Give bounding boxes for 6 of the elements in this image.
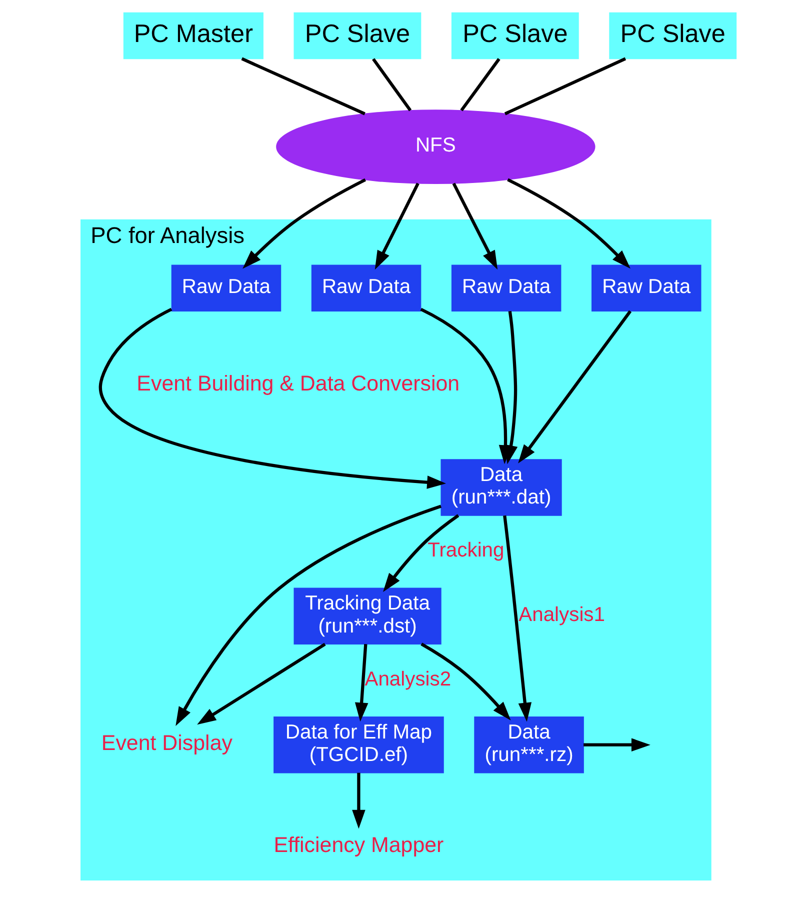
- edge-label: Analysis1: [518, 604, 606, 626]
- edge-label: Analysis2: [364, 668, 452, 690]
- node-text: Event Display: [101, 731, 232, 756]
- node-text: Efficiency Mapper: [274, 833, 444, 858]
- label: Event Building & Data Conversion: [136, 371, 460, 396]
- edge-label: Tracking: [428, 540, 504, 562]
